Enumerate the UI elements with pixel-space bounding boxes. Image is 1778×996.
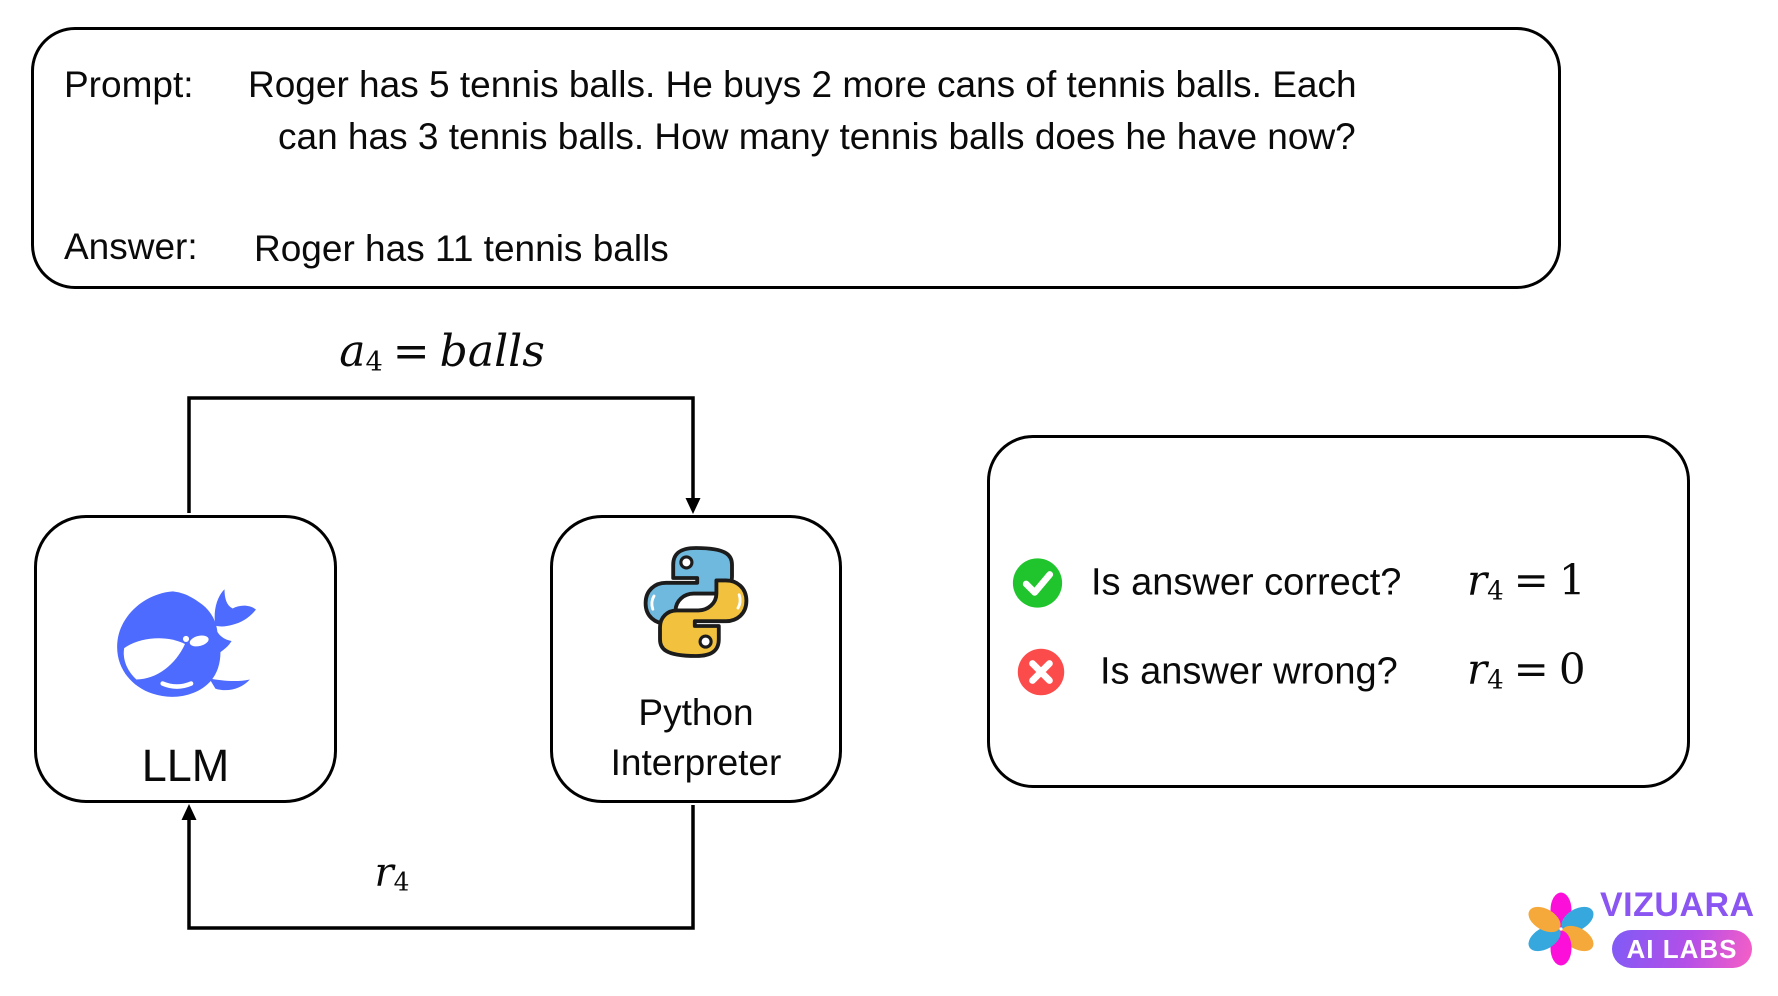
prompt-text-line-1: Roger has 5 tennis balls. He buys 2 more… [248,64,1357,105]
action-subscript: 4 [365,346,383,378]
correct-question: Is answer correct? [1091,561,1402,604]
python-icon [643,546,749,658]
vizuara-flower-icon [1528,892,1594,966]
brand-tagline-pill: AI LABS [1612,930,1752,968]
action-arrow-label: a4 =balls [322,326,562,378]
reward-arrow-label: r4 [350,850,434,896]
wrong-question: Is answer wrong? [1100,650,1398,693]
llm-label: LLM [141,740,230,791]
prompt-answer-box: Prompt: Roger has 5 tennis balls. He buy… [31,27,1561,289]
answer-label: Answer: [64,226,198,267]
brand-name: VIZUARA [1600,886,1755,924]
deepseek-whale-icon [116,589,256,697]
action-var: a [339,326,366,377]
python-label-line-2: Interpreter [610,742,782,783]
brand-tagline: AI LABS [1626,933,1738,964]
correct-formula: r4=1 [1467,555,1586,607]
prompt-label: Prompt: [64,64,194,105]
reward-arrowhead [181,804,197,820]
answer-text: Roger has 11 tennis balls [254,228,669,269]
python-label-line-1: Python [638,692,754,733]
reward-subscript: 4 [393,867,410,897]
llm-node: LLM [34,515,337,803]
reward-rules-box: Is answer correct? r4=1 Is answer wrong?… [987,435,1690,788]
prompt-text-line-2: can has 3 tennis balls. How many tennis … [278,116,1356,157]
vizuara-branding: VIZUARA AI LABS [1526,884,1778,990]
action-equals: = [392,326,430,377]
reward-arrow-line [187,805,695,930]
cross-icon [1016,647,1066,697]
check-icon [1011,557,1064,610]
action-value: balls [439,326,545,377]
wrong-formula: r4=0 [1467,644,1586,696]
wrong-answer-row: Is answer wrong? r4=0 [990,643,1687,701]
python-interpreter-node: Python Interpreter [550,515,842,803]
action-arrow-line [187,396,695,513]
reward-var: r [374,850,394,896]
action-arrowhead [685,498,701,514]
correct-answer-row: Is answer correct? r4=1 [990,554,1687,612]
python-interpreter-label: Python Interpreter [553,688,839,788]
